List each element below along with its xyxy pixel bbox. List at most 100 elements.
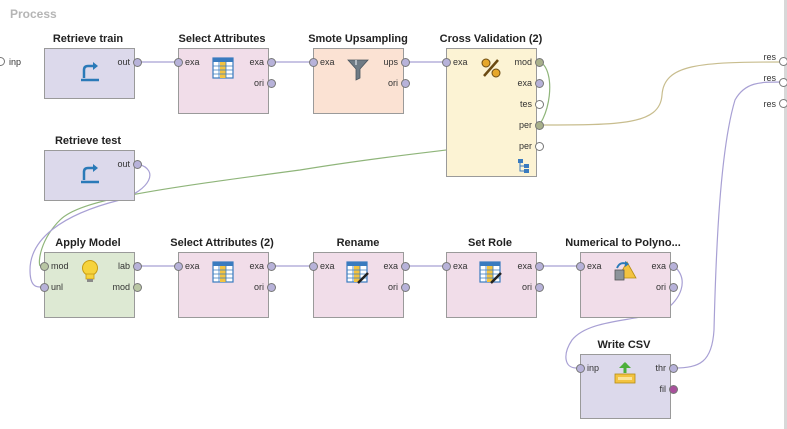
port-label-lab: lab: [117, 261, 130, 271]
port-label-exa: exa: [383, 261, 398, 271]
port-label-ori: ori: [387, 282, 398, 292]
operator-title: Numerical to Polyno...: [565, 237, 681, 249]
output-port-ori[interactable]: [267, 283, 276, 292]
output-port-out[interactable]: [133, 160, 142, 169]
port-label-mod: mod: [51, 261, 69, 271]
output-port-lab[interactable]: [133, 262, 142, 271]
output-port-exa[interactable]: [401, 262, 410, 271]
port-label-ori: ori: [521, 282, 532, 292]
subprocess-icon[interactable]: [517, 158, 531, 174]
process-output-port-2[interactable]: [779, 78, 787, 87]
operator-title: Retrieve test: [54, 135, 122, 147]
input-port-exa[interactable]: [576, 262, 585, 271]
output-port-exa[interactable]: [669, 262, 678, 271]
port-label-exa: exa: [517, 261, 532, 271]
input-port-unl[interactable]: [40, 283, 49, 292]
output-port-ori[interactable]: [535, 283, 544, 292]
port-label-mod: mod: [112, 282, 130, 292]
table-icon: [212, 261, 234, 283]
port-label-tes: tes: [519, 99, 532, 109]
port-label-mod: mod: [514, 57, 532, 67]
output-port-ups[interactable]: [401, 58, 410, 67]
process-input-port[interactable]: [0, 57, 5, 66]
table-edit-icon: [346, 261, 369, 284]
output-port-out[interactable]: [133, 58, 142, 67]
process-output-port-1[interactable]: [779, 57, 787, 66]
port-label-exa: exa: [453, 261, 468, 271]
output-port-ori[interactable]: [267, 79, 276, 88]
process-output-label-1: res: [763, 52, 776, 62]
output-port-per[interactable]: [535, 121, 544, 130]
table-edit-icon: [479, 261, 502, 284]
port-label-exa: exa: [320, 261, 335, 271]
table-icon: [212, 57, 234, 79]
operator-body[interactable]: [44, 48, 135, 99]
input-port-exa[interactable]: [174, 58, 183, 67]
lightbulb-icon: [82, 260, 98, 282]
output-port-tes[interactable]: [535, 100, 544, 109]
input-port-mod[interactable]: [40, 262, 49, 271]
retrieve-icon: [81, 62, 99, 82]
input-port-exa[interactable]: [442, 58, 451, 67]
percent-icon: [481, 58, 501, 78]
output-port-exa[interactable]: [267, 262, 276, 271]
input-port-inp[interactable]: [576, 364, 585, 373]
port-label-exa: exa: [651, 261, 666, 271]
write-file-icon: [614, 362, 636, 384]
funnel-icon: [347, 59, 369, 81]
process-output-label-3: res: [763, 99, 776, 109]
port-label-exa: exa: [185, 261, 200, 271]
output-port-exa[interactable]: [535, 79, 544, 88]
output-port-ori[interactable]: [669, 283, 678, 292]
port-label-exa: exa: [587, 261, 602, 271]
port-label-exa: exa: [249, 261, 264, 271]
operator-title: Retrieve train: [52, 33, 124, 45]
port-label-fil: fil: [659, 384, 667, 394]
port-label-exa: exa: [320, 57, 335, 67]
input-port-exa[interactable]: [309, 58, 318, 67]
port-label-ori: ori: [253, 78, 264, 88]
port-label-inp: inp: [587, 363, 600, 373]
output-port-ori[interactable]: [401, 283, 410, 292]
process-output-port-3[interactable]: [779, 99, 787, 108]
port-label-unl: unl: [51, 282, 64, 292]
operator-title: Select Attributes (2): [170, 237, 274, 249]
retrieve-icon: [81, 164, 99, 184]
output-port-mod[interactable]: [535, 58, 544, 67]
port-label-out: out: [117, 159, 130, 169]
process-output-label-2: res: [763, 73, 776, 83]
input-port-exa[interactable]: [309, 262, 318, 271]
convert-icon: [614, 261, 637, 281]
port-label-exa: exa: [185, 57, 200, 67]
operator-title: Cross Validation (2): [439, 33, 543, 45]
port-label-thr: thr: [655, 363, 666, 373]
port-label-exa: exa: [517, 78, 532, 88]
port-label-per: per: [518, 120, 532, 130]
operator-body[interactable]: [178, 252, 269, 318]
operator-title: Set Role: [467, 237, 512, 249]
output-port-fil[interactable]: [669, 385, 678, 394]
port-label-ori: ori: [655, 282, 666, 292]
operator-body[interactable]: [44, 150, 135, 201]
port-label-exa: exa: [453, 57, 468, 67]
process-title: Process: [10, 7, 57, 21]
canvas-right-edge: [784, 0, 787, 429]
output-port-mod[interactable]: [133, 283, 142, 292]
operator-title: Write CSV: [597, 339, 651, 351]
process-input-label: inp: [9, 57, 22, 67]
port-label-ori: ori: [253, 282, 264, 292]
output-port-ori[interactable]: [401, 79, 410, 88]
output-port-thr[interactable]: [669, 364, 678, 373]
output-port-exa[interactable]: [535, 262, 544, 271]
operator-body[interactable]: [446, 48, 537, 177]
input-port-exa[interactable]: [174, 262, 183, 271]
port-label-ori: ori: [387, 78, 398, 88]
output-port-per[interactable]: [535, 142, 544, 151]
operator-title: Rename: [336, 237, 380, 249]
wire-xval-per-to-res: [539, 61, 783, 126]
wire-writecsv-to-res: [673, 81, 783, 369]
output-port-exa[interactable]: [267, 58, 276, 67]
operator-title: Apply Model: [55, 237, 121, 249]
input-port-exa[interactable]: [442, 262, 451, 271]
